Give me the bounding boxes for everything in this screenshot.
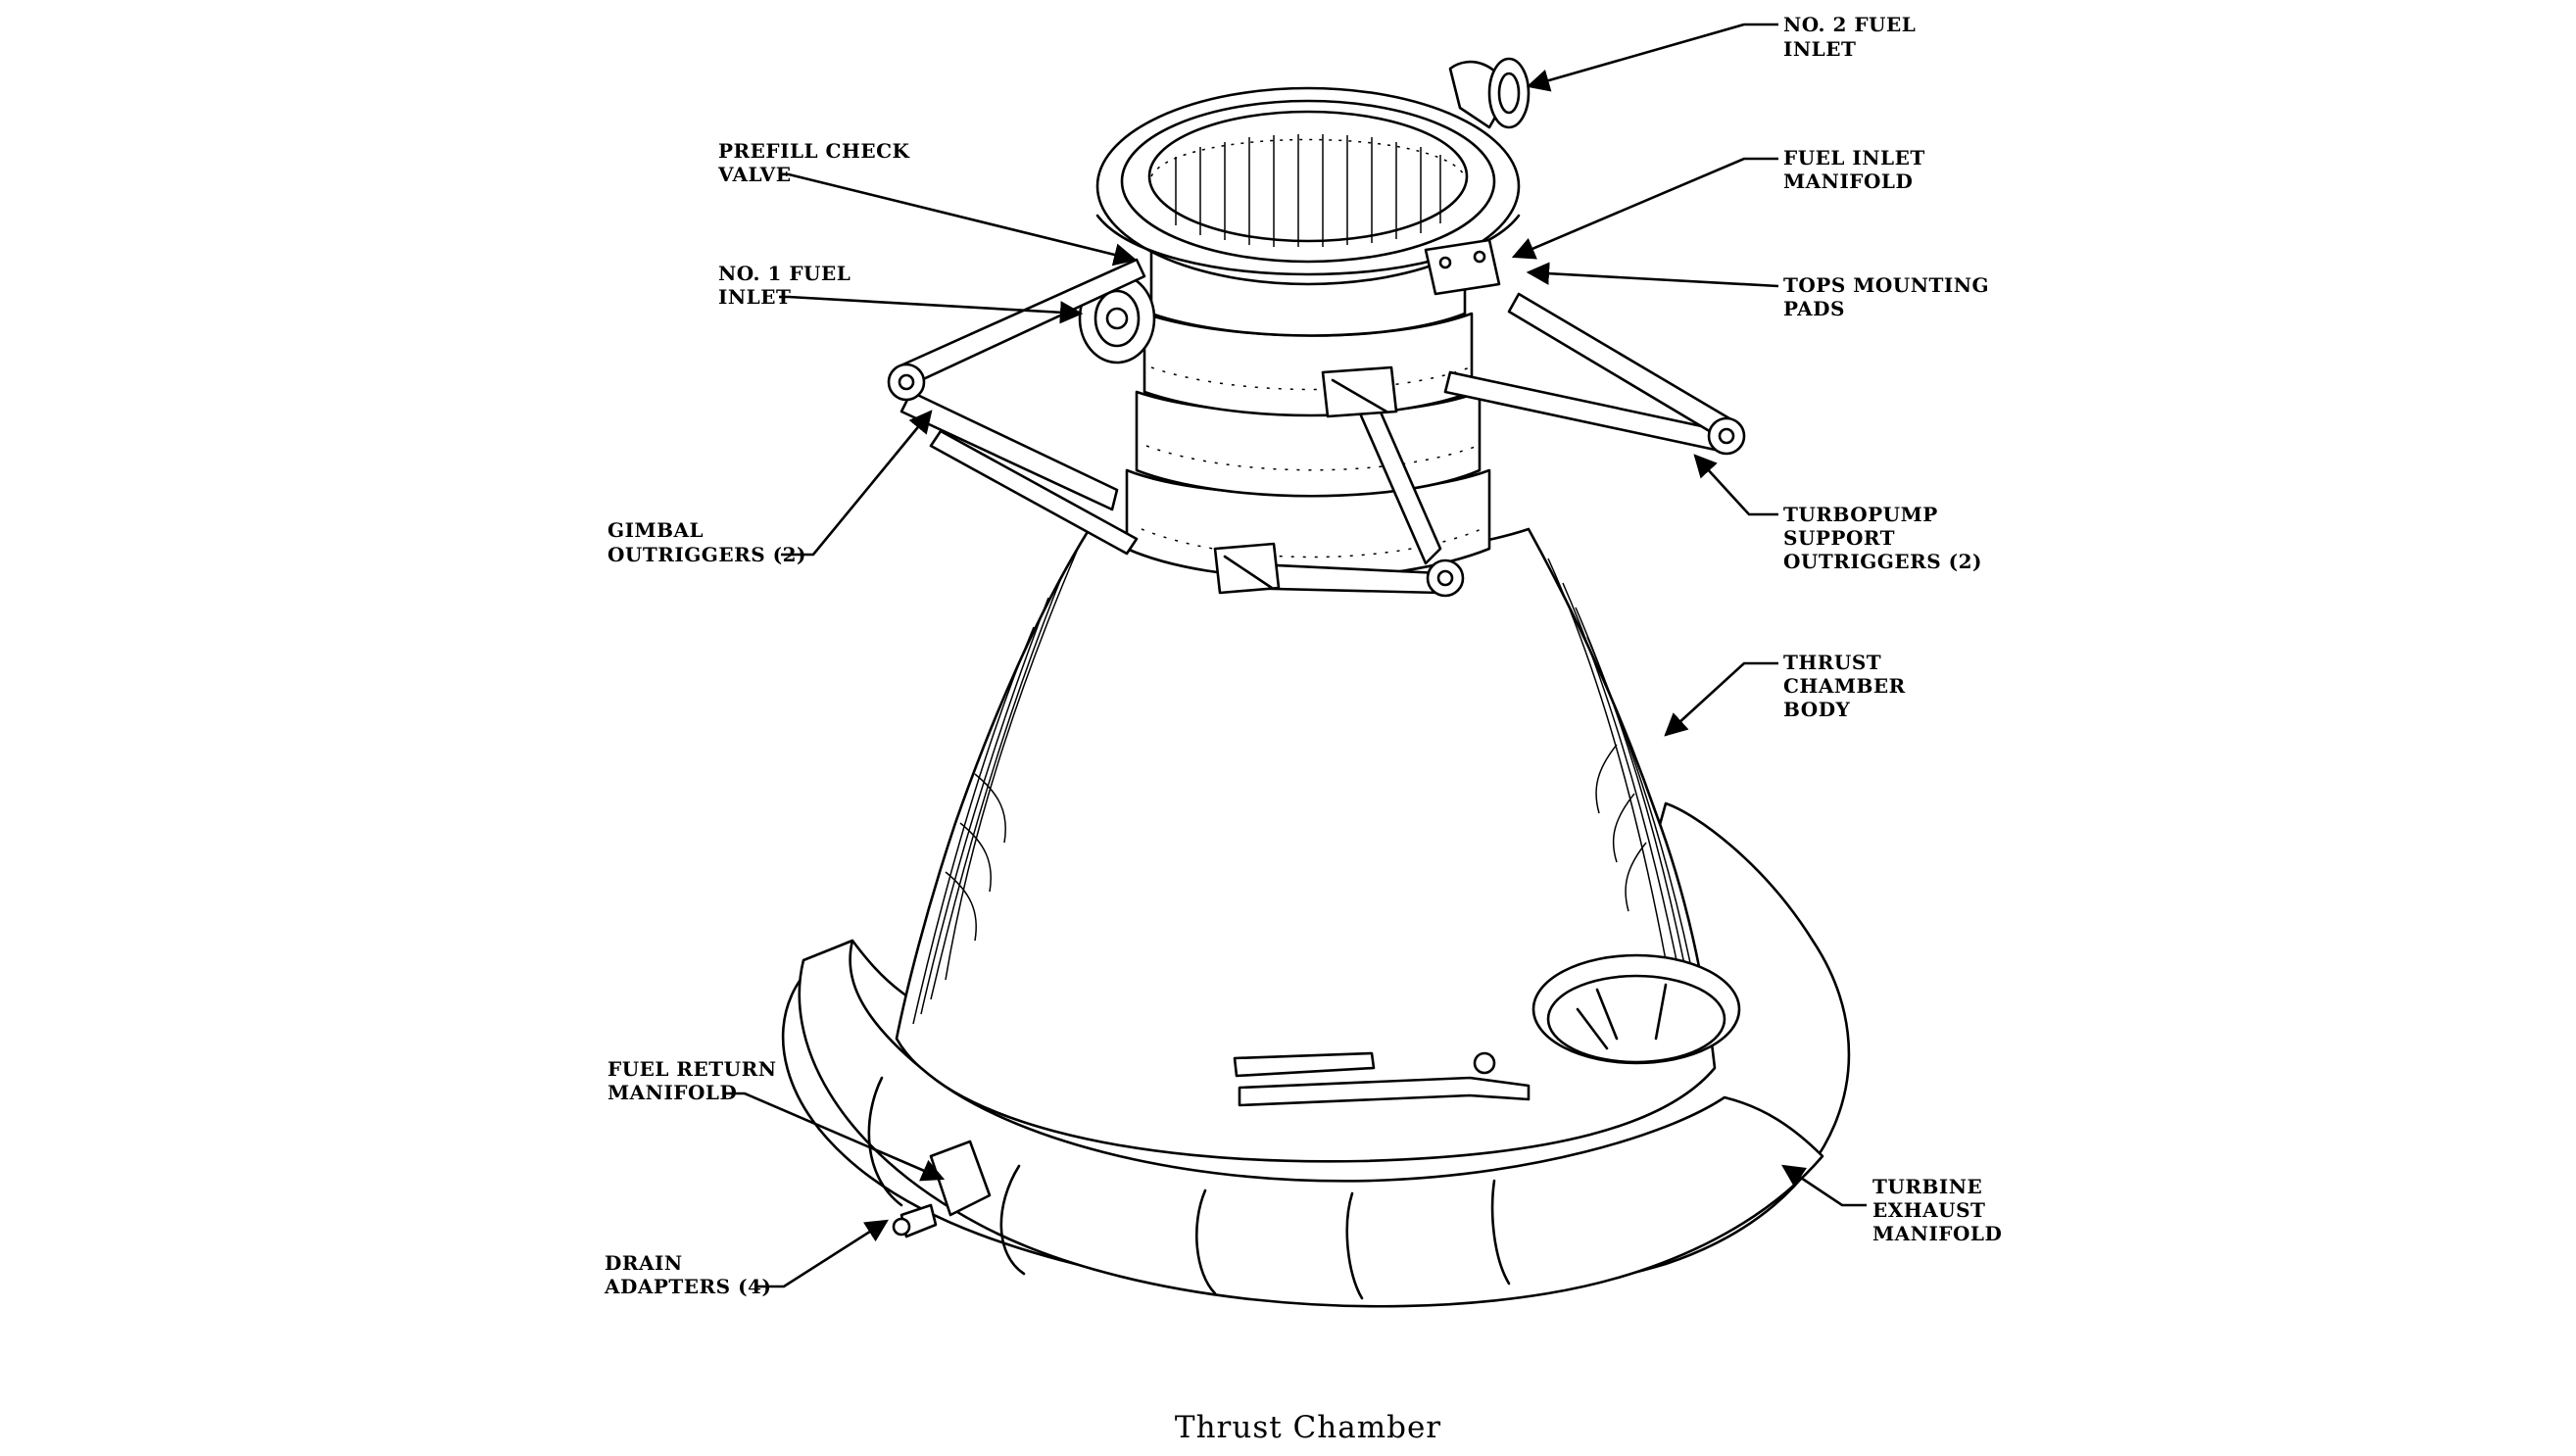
callout-labels: NO. 2 FUEL INLET PREFILL CHECK VALVE FUE…: [604, 13, 2002, 1298]
label-turbopump-support-outriggers: TURBOPUMP SUPPORT OUTRIGGERS (2): [1783, 503, 1982, 573]
label-turbine-exhaust-manifold: TURBINE EXHAUST MANIFOLD: [1872, 1175, 2002, 1245]
label-drain-adapters: DRAIN ADAPTERS (4): [604, 1251, 771, 1298]
label-gimbal-outriggers: GIMBAL OUTRIGGERS (2): [608, 518, 806, 566]
turbine-exhaust-outlet: [1531, 953, 1741, 1065]
label-fuel-return-manifold: FUEL RETURN MANIFOLD: [608, 1057, 784, 1104]
label-tops-mounting-pads: TOPS MOUNTING PADS: [1783, 273, 1997, 320]
drain-adapter-cluster: [892, 1140, 992, 1238]
heat-exchanger-line: [1233, 1051, 1531, 1107]
figure-caption: Thrust Chamber: [1175, 1410, 1441, 1445]
label-no2-fuel-inlet: NO. 2 FUEL INLET: [1783, 13, 1923, 61]
injector-top-flange: [1095, 86, 1521, 286]
torus-front-segments: [798, 939, 1824, 1308]
mounting-brackets: [1213, 365, 1398, 595]
label-thrust-chamber-body: THRUST CHAMBER BODY: [1783, 651, 1913, 721]
thrust-chamber-illustration: [781, 57, 1851, 1308]
label-fuel-inlet-manifold: FUEL INLET MANIFOLD: [1783, 146, 1932, 193]
gimbal-outrigger-struts: [887, 258, 1146, 556]
tops-mounting-pads: [1424, 238, 1501, 296]
label-no1-fuel-inlet: NO. 1 FUEL INLET: [718, 262, 858, 309]
label-prefill-check-valve: PREFILL CHECK VALVE: [717, 139, 917, 186]
no2-fuel-inlet-flange: [1448, 57, 1531, 129]
leader-lines: [723, 23, 1867, 1288]
